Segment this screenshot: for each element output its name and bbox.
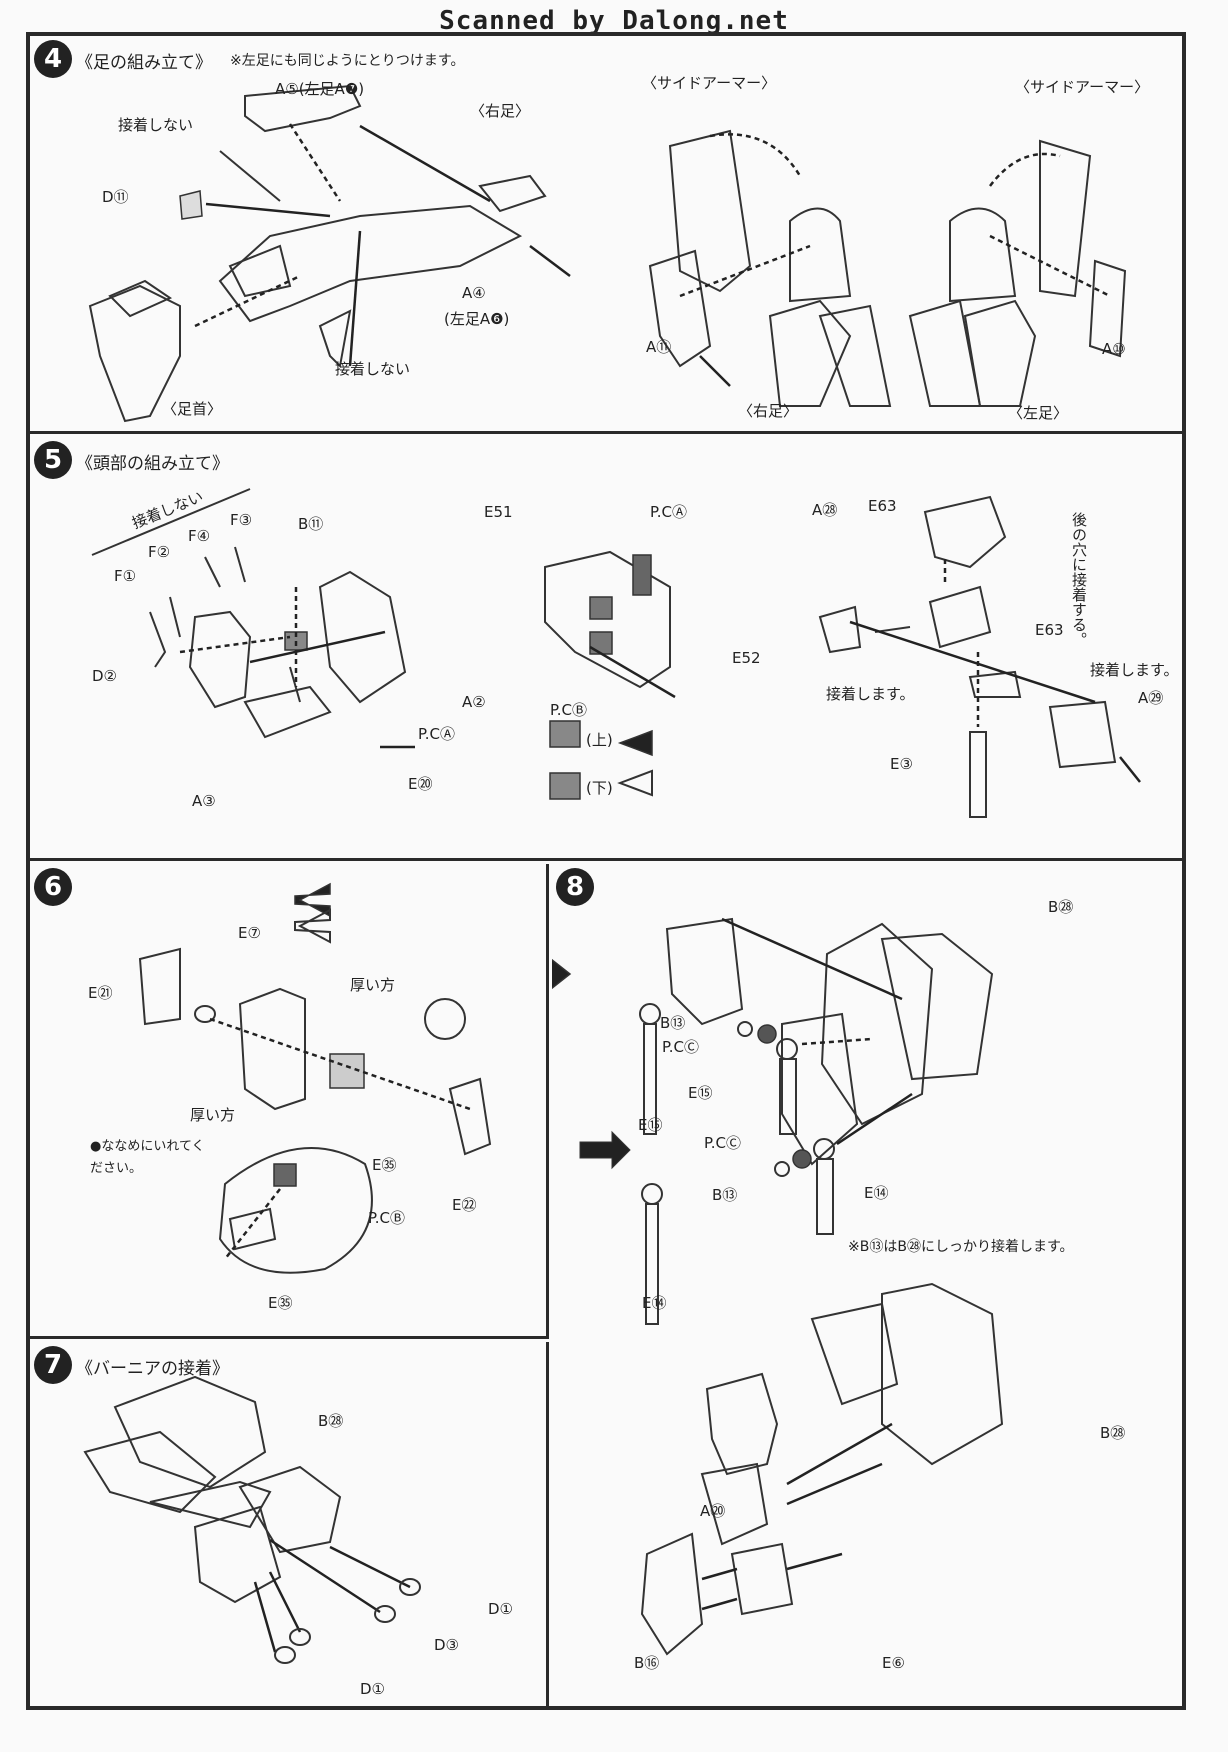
label-back-hole: 後の穴に接着する。 [1070,512,1088,647]
step7-title: 《バーニアの接着》 [76,1359,229,1379]
scan-watermark: Scanned by Dalong.net [439,6,789,36]
label-e6: E⑥ [882,1654,905,1672]
label-f3: F③ [230,511,253,529]
label-b11: B⑪ [298,515,324,533]
label-a3: A③ [192,792,216,810]
step5-head-drawing [91,488,1141,818]
step5-title: 《頭部の組み立て》 [76,454,229,474]
label-b28-s7: B㉘ [318,1412,344,1430]
label-e63b: E63 [1035,621,1064,639]
label-thick-2: 厚い方 [190,1106,236,1124]
label-d2: D② [92,667,117,685]
step5-number: 5 [34,441,72,479]
label-e51: E51 [484,503,513,521]
step7-panel: 7 《バーニアの接着》 B㉘ D① D③ D① [30,1342,549,1708]
label-b28a: B㉘ [1048,898,1074,916]
label-ankle: 〈足首〉 [162,400,223,418]
label-f4: F④ [188,527,211,545]
step6-joint-drawing [138,882,492,1274]
label-e15a: E⑮ [688,1084,713,1102]
label-e21: E㉑ [88,984,113,1002]
step5-panel: 5 《頭部の組み立て》 [30,437,1182,861]
label-b28b: B㉘ [1100,1424,1126,1442]
label-a11: A⑪ [646,338,672,356]
step8-panel: 8 B㉘ B⑬ P.CⒸ [552,864,1182,1708]
label-left-leg: 〈左足〉 [1008,404,1069,422]
label-glue-2: 接着します。 [826,685,915,703]
label-glue-1: 接着します。 [1090,661,1179,679]
label-e14a: E⑭ [864,1184,889,1202]
label-e14b: E⑭ [642,1294,667,1312]
step4-number: 4 [34,40,72,78]
label-b16: B⑯ [634,1654,660,1672]
label-e63a: E63 [868,497,897,515]
label-f2: F② [148,543,171,561]
label-f1: F① [114,567,137,585]
label-up: (上) [586,731,613,749]
label-a4: A④ [462,284,486,302]
label-a4-left: (左足A❻) [444,310,510,328]
label-e22: E㉒ [452,1196,477,1214]
label-right-foot: 〈右足〉 [470,102,531,120]
step8-number: 8 [556,868,594,906]
instruction-frame [26,32,1186,1710]
label-pcc1: P.CⒸ [662,1038,699,1056]
label-pcb6: P.CⒷ [368,1209,405,1227]
label-d1b: D① [360,1680,385,1698]
label-pcb: P.CⒷ [550,701,587,719]
label-e7: E⑦ [238,924,261,942]
label-e15b: E⑮ [638,1116,663,1134]
label-e52: E52 [732,649,761,667]
label-down: (下) [586,779,613,797]
label-e35a: E㉟ [372,1156,397,1174]
label-side-armor-1: 〈サイドアーマー〉 [642,74,777,92]
step6-panel: 6 E⑦ E㉑ 厚い方 厚い方 ●ななめにいれてください。 E㉟ E㉒ P.CⒷ… [30,864,549,1339]
step4-panel: 4 《足の組み立て》 ※左足にも同じようにとりつけます。 [30,36,1182,434]
label-e3: E③ [890,755,913,773]
label-a5: A⑤(左足A❼) [275,80,365,98]
label-side-armor-2: 〈サイドアーマー〉 [1015,78,1150,96]
label-e35b: E㉟ [268,1294,293,1312]
label-no-glue-1: 接着しない [118,116,194,134]
label-d3: D③ [434,1636,459,1654]
step4-leg-drawing [88,84,1127,423]
step4-title: 《足の組み立て》 [76,53,212,73]
label-a2: A② [462,693,486,711]
step6-number: 6 [34,868,72,906]
label-pca2: P.CⒶ [650,503,687,521]
label-b13a: B⑬ [660,1014,686,1032]
label-a10: A⑩ [1102,340,1126,358]
label-d11: D⑪ [102,188,129,206]
label-thick-1: 厚い方 [350,976,396,994]
step4-note: ※左足にも同じようにとりつけます。 [230,53,465,69]
label-pcc2: P.CⒸ [704,1134,741,1152]
label-diagonal: ●ななめにいれてください。 [90,1139,205,1176]
label-b13b: B⑬ [712,1186,738,1204]
label-d1a: D① [488,1600,513,1618]
label-right-leg: 〈右足〉 [738,402,799,420]
label-a28: A㉘ [812,501,838,519]
label-e20: E⑳ [408,775,433,793]
label-a29: A㉙ [1138,689,1164,707]
label-glue-note: ※B⑬はB㉘にしっかり接着します。 [848,1239,1074,1255]
label-no-glue-2: 接着しない [335,360,411,378]
step7-number: 7 [34,1346,72,1384]
step7-vernier-drawing [83,1375,421,1664]
label-pca: P.CⒶ [418,725,455,743]
label-a20: A⑳ [700,1502,726,1520]
step8-body-drawing [552,917,1004,1656]
